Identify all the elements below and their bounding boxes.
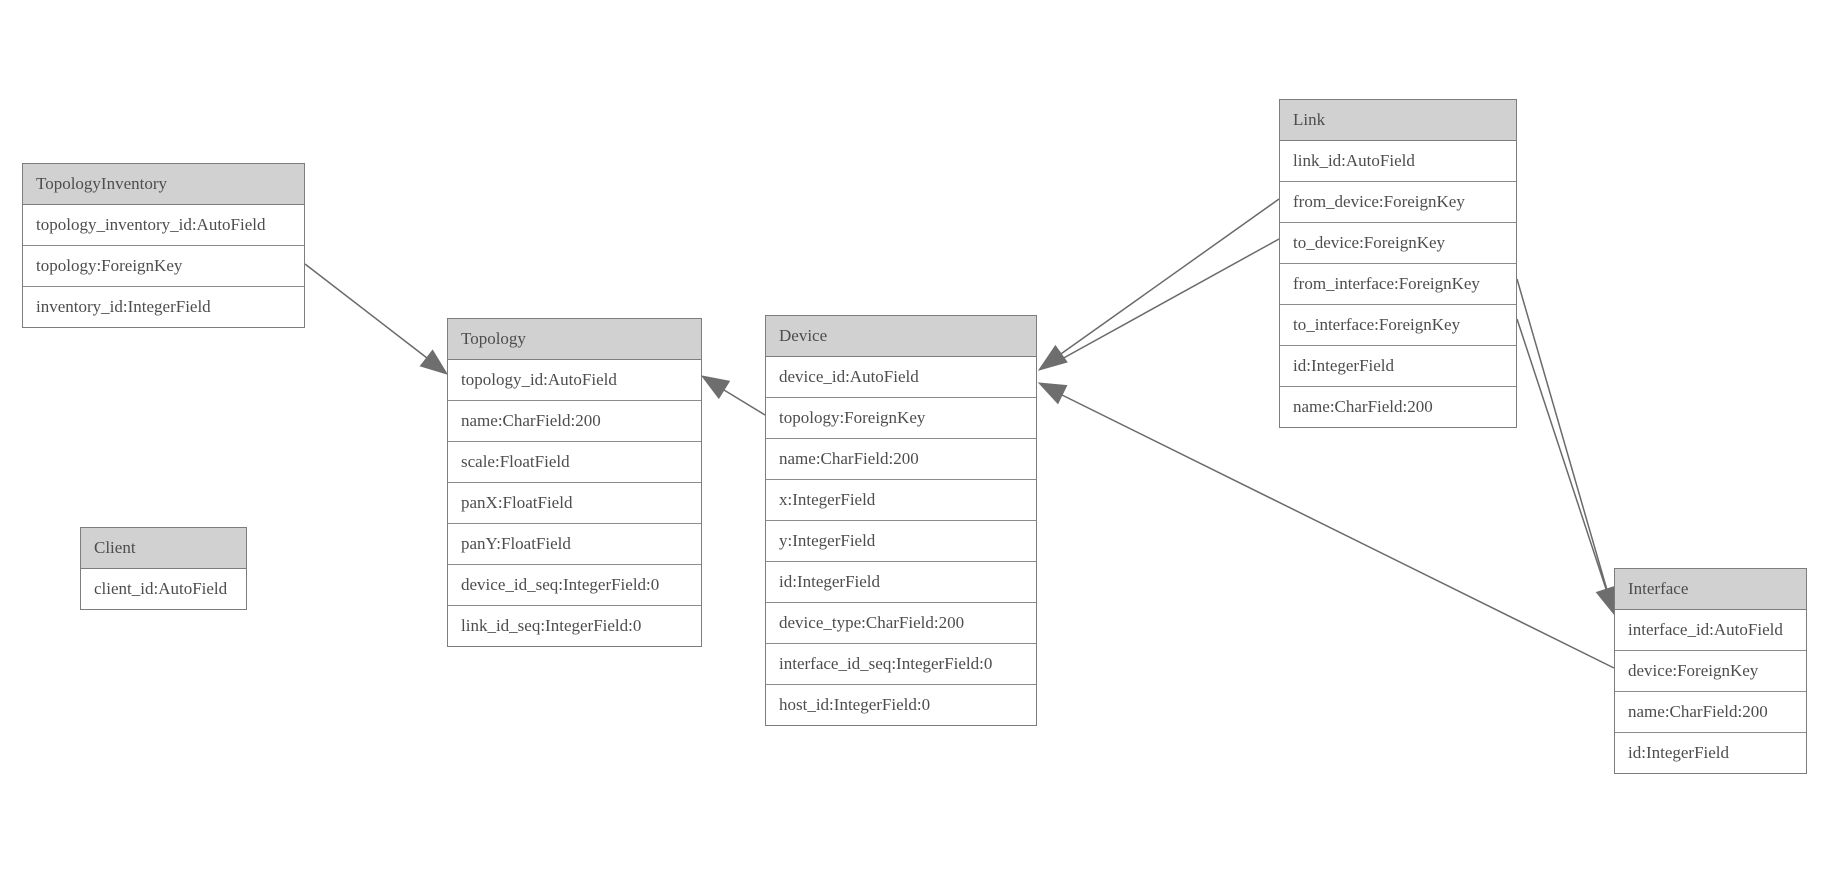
relation-line-interface-device [1061, 394, 1615, 669]
field-interface-id-seq: interface_id_seq:IntegerField:0 [766, 644, 1036, 685]
entity-device: Device device_id:AutoField topology:Fore… [765, 315, 1037, 726]
entity-topologyinventory: TopologyInventory topology_inventory_id:… [22, 163, 305, 328]
arrowhead-topologyinventory-topology [419, 349, 449, 375]
field-to-interface: to_interface:ForeignKey [1280, 305, 1516, 346]
field-from-interface: from_interface:ForeignKey [1280, 264, 1516, 305]
field-device-fk: device:ForeignKey [1615, 651, 1806, 692]
field-topology-id: topology_id:AutoField [448, 360, 701, 401]
relation-line-link-to-interface [1516, 318, 1609, 596]
field-topology-inventory-id: topology_inventory_id:AutoField [23, 205, 304, 246]
entity-topologyinventory-title: TopologyInventory [23, 164, 304, 205]
relation-line-topologyinventory-topology [304, 263, 428, 359]
field-device-type: device_type:CharField:200 [766, 603, 1036, 644]
entity-topology-title: Topology [448, 319, 701, 360]
field-name: name:CharField:200 [1293, 397, 1433, 416]
field-name: name:CharField:200 [1615, 692, 1806, 733]
field-client-id: client_id:AutoField [94, 579, 228, 598]
field-id: id:IntegerField [766, 562, 1036, 603]
entity-interface-title: Interface [1615, 569, 1806, 610]
field-link-id-seq: link_id_seq:IntegerField:0 [461, 616, 642, 635]
field-device-id: device_id:AutoField [766, 357, 1036, 398]
entity-link-title: Link [1280, 100, 1516, 141]
entity-topology: Topology topology_id:AutoField name:Char… [447, 318, 702, 647]
field-link-id: link_id:AutoField [1280, 141, 1516, 182]
field-x: x:IntegerField [766, 480, 1036, 521]
field-panx: panX:FloatField [448, 483, 701, 524]
field-device-id-seq: device_id_seq:IntegerField:0 [448, 565, 701, 606]
entity-link: Link link_id:AutoField from_device:Forei… [1279, 99, 1517, 428]
arrowhead-link-device [1037, 344, 1068, 371]
field-pany: panY:FloatField [448, 524, 701, 565]
arrowhead-device-topology [700, 375, 731, 400]
field-interface-id: interface_id:AutoField [1615, 610, 1806, 651]
field-topology-fk: topology:ForeignKey [23, 246, 304, 287]
arrowhead-interface-device [1037, 382, 1068, 405]
entity-client-title: Client [81, 528, 246, 569]
relation-line-device-topology [723, 389, 766, 416]
arrowhead-link-interface [1595, 585, 1617, 616]
field-scale: scale:FloatField [448, 442, 701, 483]
field-inventory-id: inventory_id:IntegerField [36, 297, 211, 316]
field-id: id:IntegerField [1280, 346, 1516, 387]
relation-line-link-to-device [1059, 238, 1280, 361]
field-y: y:IntegerField [766, 521, 1036, 562]
entity-client: Client client_id:AutoField [80, 527, 247, 610]
field-host-id: host_id:IntegerField:0 [779, 695, 931, 714]
entity-interface: Interface interface_id:AutoField device:… [1614, 568, 1807, 774]
field-name: name:CharField:200 [766, 439, 1036, 480]
field-to-device: to_device:ForeignKey [1280, 223, 1516, 264]
field-topology-fk: topology:ForeignKey [766, 398, 1036, 439]
field-name: name:CharField:200 [448, 401, 701, 442]
field-from-device: from_device:ForeignKey [1280, 182, 1516, 223]
relation-line-link-from-device [1057, 198, 1280, 357]
entity-device-title: Device [766, 316, 1036, 357]
field-id: id:IntegerField [1628, 743, 1730, 762]
relation-line-link-from-interface [1516, 278, 1608, 591]
